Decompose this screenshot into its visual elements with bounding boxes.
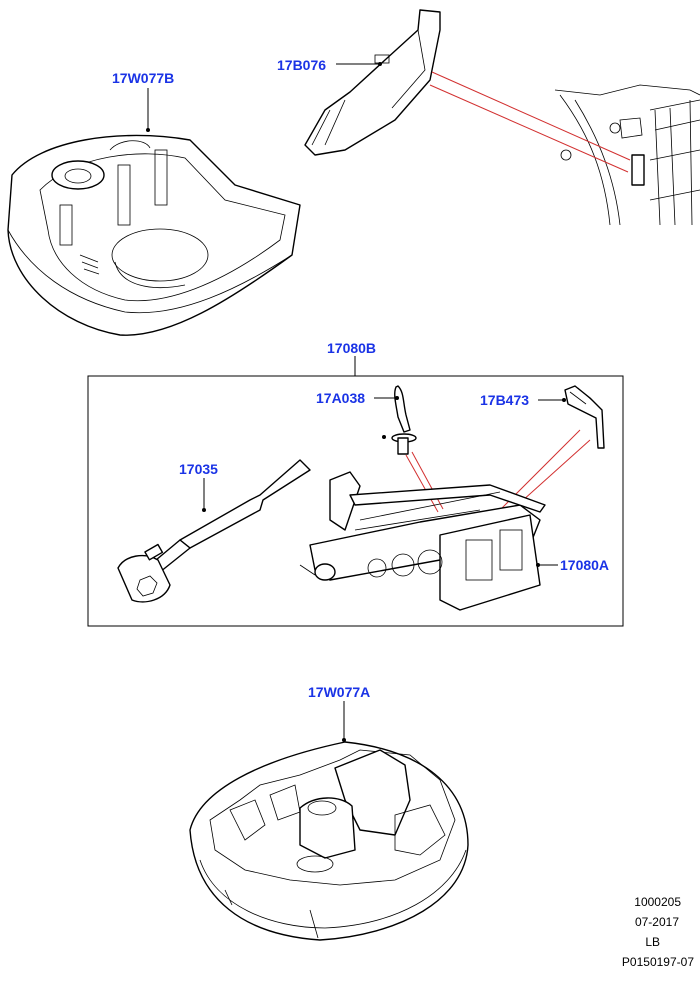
footer-date: 07-2017 [635,915,679,929]
callout-17080b: 17080B [327,340,376,356]
upper-tray-17w077b [7,134,301,336]
footer-ref-number: 1000205 [634,895,681,909]
footer-code: LB [645,935,660,949]
callout-17b473: 17B473 [480,392,529,408]
vehicle-location-detail [429,71,700,226]
leader-lines [146,62,566,742]
callout-17b076: 17B076 [277,57,326,73]
callout-17a038: 17A038 [316,390,365,406]
callout-17w077a: 17W077A [308,684,370,700]
jack-17080a [299,471,546,611]
lower-tray-17w077a [189,741,469,941]
bracket-17b076 [304,9,441,156]
callout-17080a: 17080A [560,557,609,573]
wrench-17035 [117,459,311,603]
callout-17w077b: 17W077B [112,70,174,86]
callout-17035: 17035 [179,461,218,477]
footer-illustration-id: P0150197-07 [622,955,694,969]
